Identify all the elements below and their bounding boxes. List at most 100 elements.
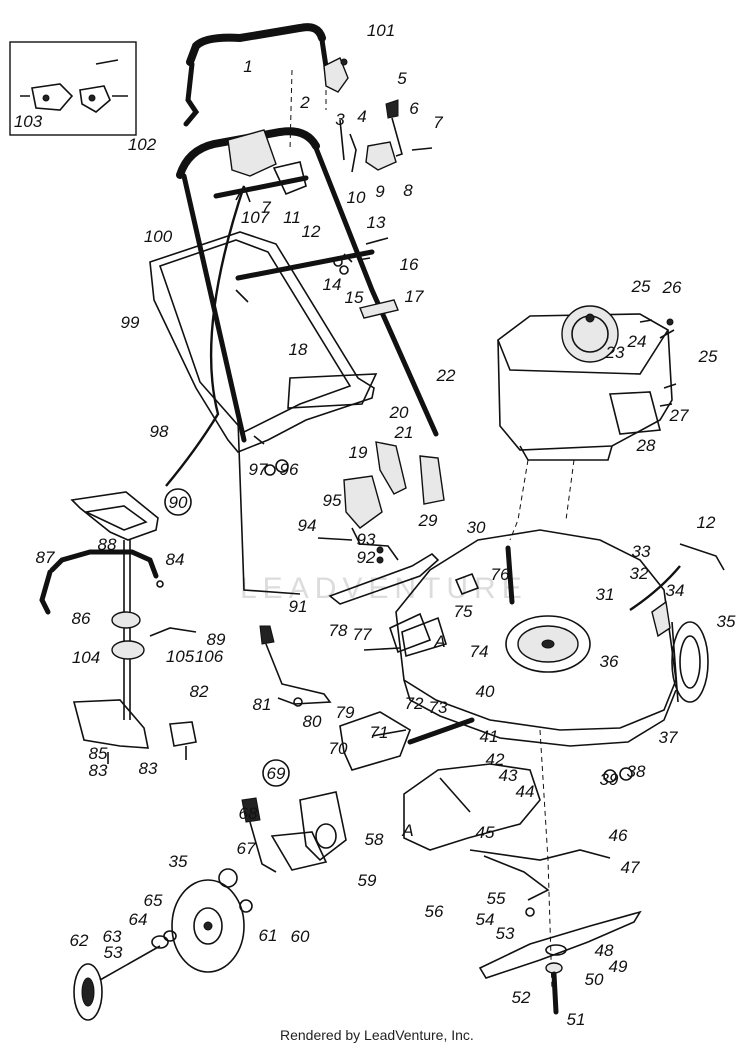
wheel-right [603, 600, 709, 783]
callout-90: 90 [169, 493, 188, 512]
callout-21: 21 [394, 423, 414, 442]
callout-99: 99 [121, 313, 140, 332]
inset-detail-103 [9, 41, 137, 136]
callout-3: 3 [335, 110, 345, 129]
callout-94: 94 [298, 516, 317, 535]
callout-4: 4 [357, 107, 366, 126]
callout-18: 18 [289, 340, 308, 359]
cable-arrow [235, 185, 251, 203]
callout-22: 22 [436, 366, 456, 385]
callout-58: 58 [365, 830, 384, 849]
callout-82: 82 [190, 682, 209, 701]
callout-68: 68 [239, 804, 258, 823]
callout-91: 91 [289, 597, 308, 616]
callout-83: 83 [139, 759, 158, 778]
callout-16: 16 [400, 255, 419, 274]
callout-33: 33 [632, 542, 651, 561]
rear-plates [328, 552, 440, 654]
callout-49: 49 [609, 957, 628, 976]
callout-6: 6 [409, 99, 419, 118]
callout-105: 105 [166, 647, 195, 666]
callout-A: A [401, 821, 413, 840]
footer-credit: Rendered by LeadVenture, Inc. [280, 1027, 474, 1043]
callout-93: 93 [357, 530, 376, 549]
callout-67: 67 [237, 839, 256, 858]
callout-5: 5 [397, 69, 407, 88]
callout-10: 10 [347, 188, 366, 207]
mower-deck [395, 529, 677, 747]
callout-107: 107 [241, 208, 270, 227]
callout-38: 38 [627, 762, 646, 781]
callout-36: 36 [600, 652, 619, 671]
callout-circle-90 [164, 488, 192, 516]
callout-39: 39 [600, 770, 619, 789]
callout-106: 106 [195, 647, 224, 666]
callout-32: 32 [630, 564, 649, 583]
blade [478, 907, 642, 1015]
callout-53: 53 [496, 924, 515, 943]
callout-85: 85 [89, 744, 108, 763]
callout-43: 43 [499, 766, 518, 785]
callout-59: 59 [358, 871, 377, 890]
engine [497, 305, 677, 461]
callout-98: 98 [150, 422, 169, 441]
callout-78: 78 [329, 621, 348, 640]
callout-9: 9 [375, 182, 385, 201]
callout-34: 34 [666, 581, 685, 600]
callout-72: 72 [405, 694, 424, 713]
callout-97: 97 [249, 460, 268, 479]
callout-56: 56 [425, 902, 444, 921]
callout-74: 74 [470, 642, 489, 661]
deck-baffle [403, 729, 611, 991]
callout-84: 84 [166, 550, 185, 569]
callout-13: 13 [367, 213, 386, 232]
callout-83: 83 [89, 761, 108, 780]
callout-17: 17 [405, 287, 424, 306]
callout-46: 46 [609, 826, 628, 845]
height-adjuster [259, 625, 332, 707]
callout-77: 77 [353, 625, 372, 644]
callout-1: 1 [243, 57, 252, 76]
callout-103: 103 [14, 112, 43, 131]
callout-20: 20 [389, 403, 409, 422]
callout-86: 86 [72, 609, 91, 628]
callout-60: 60 [291, 927, 310, 946]
bracket-101 [323, 57, 349, 93]
callout-96: 96 [280, 460, 299, 479]
callout-62: 62 [70, 931, 89, 950]
callout-19: 19 [349, 443, 368, 462]
callout-24: 24 [627, 332, 647, 351]
front-wheel-assembly [73, 791, 347, 1021]
callout-12: 12 [302, 222, 321, 241]
callout-76: 76 [491, 565, 510, 584]
callout-8: 8 [403, 181, 413, 200]
callout-89: 89 [207, 630, 226, 649]
callout-80: 80 [303, 712, 322, 731]
callout-70: 70 [329, 739, 348, 758]
callout-61: 61 [259, 926, 278, 945]
callout-63: 63 [103, 927, 122, 946]
rear-deflector [339, 711, 475, 771]
lower-handle [176, 127, 439, 443]
callout-28: 28 [636, 436, 656, 455]
callout-44: 44 [516, 782, 535, 801]
callout-53: 53 [104, 943, 123, 962]
callout-40: 40 [476, 682, 495, 701]
control-cable [165, 185, 246, 487]
callout-27: 27 [669, 406, 689, 425]
callout-35: 35 [717, 612, 736, 631]
callout-26: 26 [662, 278, 682, 297]
callout-37: 37 [659, 728, 678, 747]
callout-2: 2 [299, 93, 310, 112]
callout-51: 51 [567, 1010, 586, 1029]
callout-55: 55 [487, 889, 506, 908]
grass-catcher [149, 231, 378, 453]
callout-88: 88 [98, 535, 117, 554]
control-parts [339, 99, 433, 173]
callout-circle-69 [262, 759, 290, 787]
callout-15: 15 [345, 288, 364, 307]
callout-12: 12 [697, 513, 716, 532]
callout-41: 41 [480, 727, 499, 746]
